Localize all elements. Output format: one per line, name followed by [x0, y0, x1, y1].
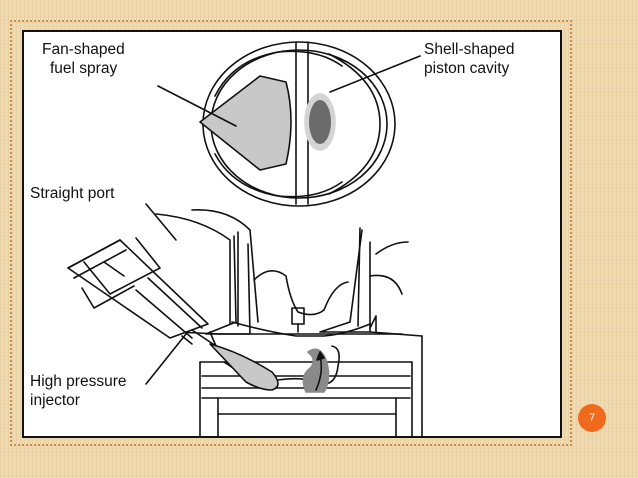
- fan-spray-label-line1: Fan-shaped: [42, 41, 125, 58]
- injector-body: [67, 237, 217, 347]
- cylinder-top-view: [202, 41, 396, 207]
- port-leader-line: [145, 203, 177, 241]
- engine-drawing: [67, 41, 423, 436]
- fan-spray-shape: [199, 75, 292, 171]
- spray-leader-line: [157, 85, 237, 127]
- cavity-swirl-shape: [302, 348, 330, 393]
- piston-cavity-label-line1: Shell-shaped: [424, 41, 515, 58]
- spray-cone-side: [209, 343, 279, 391]
- cylinder-section: [155, 209, 423, 436]
- piston-cavity-label-line2: piston cavity: [424, 60, 510, 77]
- injector-label: High pressure injector: [30, 372, 127, 410]
- engine-diagram: Fan-shaped fuel spray Shell-shaped pisto…: [22, 30, 562, 438]
- straight-port-label: Straight port: [30, 185, 115, 202]
- slide-frame: [10, 20, 572, 446]
- injector-label-line2: injector: [30, 392, 80, 409]
- fan-spray-label-line2: fuel spray: [50, 60, 118, 77]
- page-number-badge: 7: [578, 404, 606, 432]
- injector-leader-line: [145, 333, 187, 385]
- cavity-leader-line: [329, 55, 421, 93]
- piston-cavity-label: Shell-shaped piston cavity: [424, 40, 514, 78]
- injector-label-line1: High pressure: [30, 373, 127, 390]
- fan-spray-label: Fan-shaped fuel spray: [42, 40, 125, 78]
